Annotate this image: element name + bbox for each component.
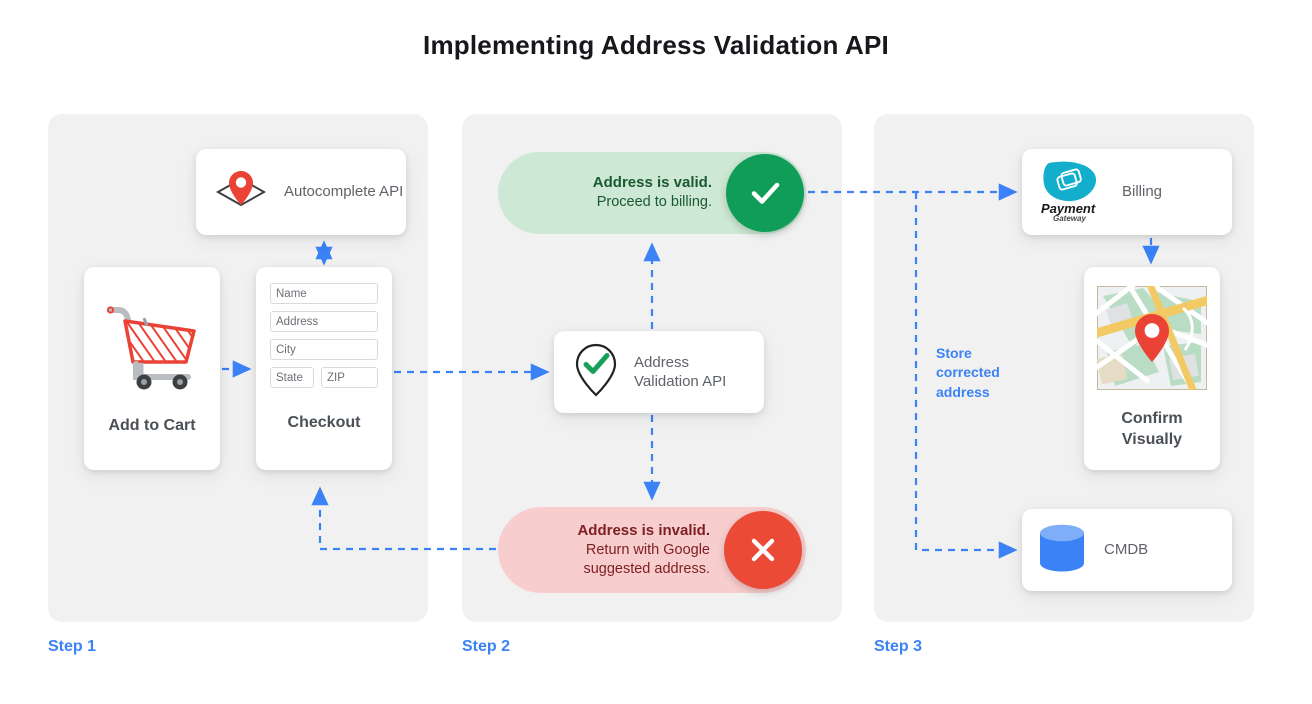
address-valid-headline: Address is valid.: [592, 174, 712, 192]
address-field[interactable]: Address: [270, 311, 378, 332]
confirm-visually-card[interactable]: Confirm Visually: [1084, 267, 1220, 470]
state-field[interactable]: State: [270, 367, 314, 388]
validation-label-line2: Validation API: [634, 373, 727, 390]
check-icon: [726, 154, 804, 232]
checkout-card[interactable]: Name Address City State ZIP Checkout: [256, 267, 392, 470]
address-invalid-pill: Address is invalid. Return with Google s…: [498, 507, 806, 593]
name-field[interactable]: Name: [270, 283, 378, 304]
address-valid-pill: Address is valid. Proceed to billing.: [498, 152, 806, 234]
close-icon: [724, 511, 802, 589]
checkout-title: Checkout: [287, 414, 361, 431]
address-valid-text: Address is valid. Proceed to billing.: [593, 173, 726, 212]
page-title: Implementing Address Validation API: [423, 30, 889, 60]
billing-card[interactable]: Payment Gateway Billing: [1022, 149, 1232, 235]
database-cylinder-icon: [1036, 523, 1088, 578]
add-to-cart-card[interactable]: Add to Cart: [84, 267, 220, 470]
step-2-label: Step 2: [462, 638, 511, 655]
address-invalid-headline: Address is invalid.: [577, 521, 710, 539]
address-invalid-detail-line2: suggested address.: [583, 560, 710, 577]
shopping-cart-icon: [100, 301, 204, 398]
map-pin-check-icon: [568, 339, 624, 406]
store-note-line1: Store: [936, 345, 972, 361]
svg-text:Payment: Payment: [1041, 201, 1096, 216]
payment-gateway-logo: Payment Gateway: [1036, 157, 1108, 228]
svg-text:Gateway: Gateway: [1053, 214, 1086, 223]
address-invalid-text: Address is invalid. Return with Google s…: [577, 521, 724, 580]
map-pin-on-map-icon: [210, 161, 272, 224]
confirm-label-line2: Visually: [1121, 431, 1183, 448]
cmdb-label: CMDB: [1104, 541, 1149, 559]
add-to-cart-label: Add to Cart: [108, 416, 196, 434]
city-field[interactable]: City: [270, 339, 378, 360]
confirm-visually-label: Confirm Visually: [1121, 409, 1182, 451]
address-validation-api-label: Address Validation API: [634, 353, 726, 392]
cmdb-card[interactable]: CMDB: [1022, 509, 1232, 591]
address-valid-detail: Proceed to billing.: [596, 194, 712, 211]
autocomplete-api-label: Autocomplete API: [284, 183, 404, 201]
step-3-label: Step 3: [874, 638, 923, 655]
map-thumbnail-icon: [1097, 286, 1207, 395]
billing-label: Billing: [1122, 183, 1163, 201]
state-zip-row: State ZIP: [270, 367, 378, 388]
store-note-line3: address: [936, 383, 990, 400]
store-corrected-address-note: Store corrected address: [936, 344, 1036, 402]
zip-field[interactable]: ZIP: [321, 367, 378, 388]
confirm-label-line1: Confirm: [1121, 410, 1183, 428]
store-note-line2: corrected: [936, 364, 1000, 381]
step-1-label: Step 1: [48, 638, 97, 655]
autocomplete-api-card[interactable]: Autocomplete API: [196, 149, 406, 235]
address-invalid-detail-line1: Return with Google: [585, 541, 710, 558]
validation-label-line1: Address: [634, 353, 690, 371]
address-validation-api-card[interactable]: Address Validation API: [554, 331, 764, 413]
